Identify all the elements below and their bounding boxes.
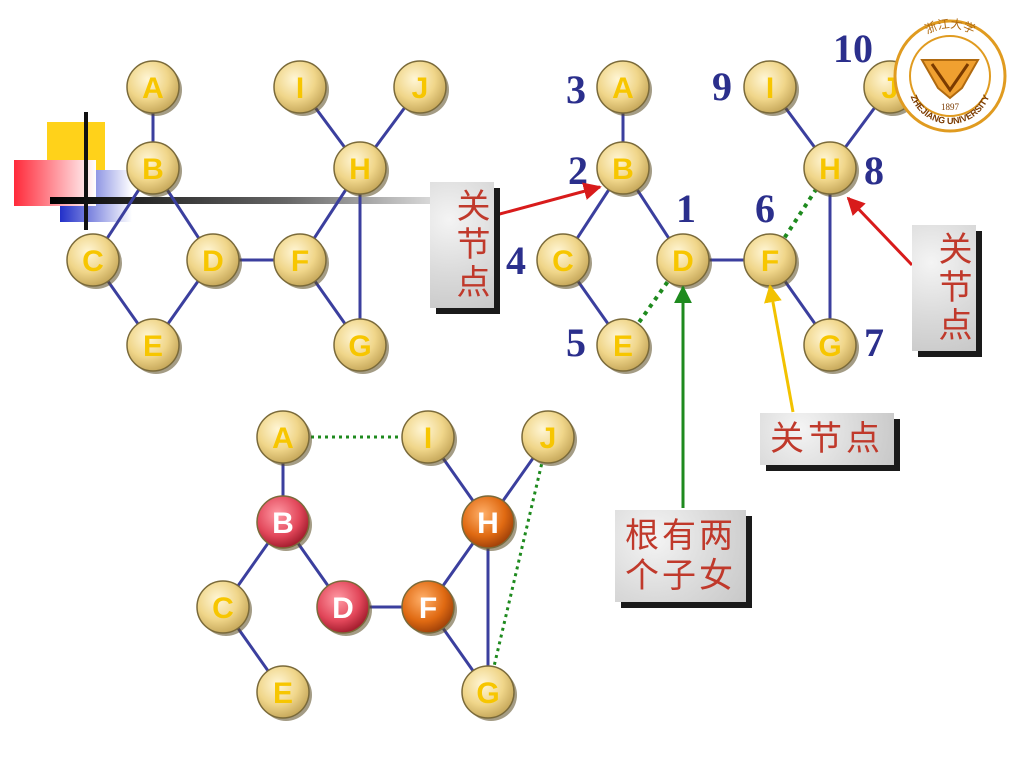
g1-node-A: A [126, 60, 182, 116]
g2-node-label-H: H [819, 153, 841, 186]
g3-node-J: J [521, 410, 577, 466]
g2-node-H: H [803, 141, 859, 197]
dfs-number-F: 6 [755, 186, 775, 231]
callout-root-line1: 根有两 [625, 516, 736, 556]
g3-node-C: C [196, 580, 252, 636]
g3-node-E: E [256, 665, 312, 721]
callout-articulation-right: 关节点 [912, 225, 976, 351]
annotation-arrows [495, 182, 914, 508]
g2-node-label-I: I [766, 72, 774, 105]
g3-node-B: B [256, 495, 312, 551]
g1-node-H: H [333, 141, 389, 197]
g1-node-label-A: A [142, 72, 164, 105]
slide-ornament [14, 112, 480, 230]
dfs-number-B: 2 [568, 148, 588, 193]
g1-node-G: G [333, 318, 389, 374]
g3-node-label-G: G [476, 677, 499, 710]
g2-node-label-F: F [761, 245, 779, 278]
ornament-horizontal-bar [50, 197, 480, 204]
g1-node-label-J: J [412, 72, 429, 105]
callout-articulation-left: 关节点 [430, 182, 494, 308]
ornament-vertical-bar [84, 112, 88, 230]
dfs-number-C: 4 [506, 238, 526, 283]
logo-year: 1897 [941, 102, 960, 112]
g3-node-label-B: B [272, 507, 294, 540]
g1-node-B: B [126, 141, 182, 197]
g1-node-C: C [66, 233, 122, 289]
g2-node-label-B: B [612, 153, 634, 186]
g1-node-label-B: B [142, 153, 164, 186]
g3-node-I: I [401, 410, 457, 466]
g3-node-D: D [316, 580, 372, 636]
zhejiang-university-logo: 1897 ZHEJIANG UNIVERSITY 浙江大学 [893, 18, 1007, 133]
g1-node-label-F: F [291, 245, 309, 278]
g2-node-D: D [656, 233, 712, 289]
g1-node-label-C: C [82, 245, 104, 278]
g3-node-label-F: F [419, 592, 437, 625]
g2-node-label-D: D [672, 245, 694, 278]
g2-node-label-A: A [612, 72, 634, 105]
dotted-edge-J-G [486, 436, 550, 693]
g2-node-label-C: C [552, 245, 574, 278]
callout-root-line2: 个子女 [625, 556, 736, 597]
g2-node-F: F [743, 233, 799, 289]
g3-node-A: A [256, 410, 312, 466]
graph-original: A B C D E F G H I J [66, 60, 449, 374]
g2-node-E: E [596, 318, 652, 374]
g1-node-D: D [186, 233, 242, 289]
dfs-number-H: 8 [864, 148, 884, 193]
g3-node-label-J: J [540, 422, 557, 455]
g2-node-I: I [743, 60, 799, 116]
g2-node-G: G [803, 318, 859, 374]
arrow-to-H [846, 196, 914, 267]
arrow-to-F [764, 284, 795, 413]
g3-node-F: F [401, 580, 457, 636]
g1-node-label-D: D [202, 245, 224, 278]
g1-node-label-G: G [348, 330, 371, 363]
g3-node-label-I: I [424, 422, 432, 455]
g3-node-label-E: E [273, 677, 293, 710]
g2-node-A: A [596, 60, 652, 116]
g3-node-G: G [461, 665, 517, 721]
g1-node-F: F [273, 233, 329, 289]
g2-node-label-E: E [613, 330, 633, 363]
callout-articulation-f-text: 关节点 [770, 419, 884, 459]
g1-node-label-I: I [296, 72, 304, 105]
g3-node-label-C: C [212, 592, 234, 625]
dfs-number-I: 9 [712, 64, 732, 109]
dfs-number-G: 7 [864, 320, 884, 365]
dfs-number-J: 10 [833, 26, 873, 71]
g1-node-label-H: H [349, 153, 371, 186]
dfs-number-D: 1 [676, 186, 696, 231]
g1-node-E: E [126, 318, 182, 374]
callout-root-two-children: 根有两 个子女 [615, 510, 746, 603]
callout-articulation-right-text: 关节点 [932, 231, 972, 345]
dfs-number-E: 5 [566, 320, 586, 365]
g1-node-I: I [273, 60, 329, 116]
g2-node-label-G: G [818, 330, 841, 363]
g3-node-label-D: D [332, 592, 354, 625]
g3-node-label-H: H [477, 507, 499, 540]
dfs-number-A: 3 [566, 67, 586, 112]
callout-articulation-f: 关节点 [760, 413, 894, 466]
callout-articulation-left-text: 关节点 [450, 188, 490, 302]
g2-node-C: C [536, 233, 592, 289]
g2-node-B: B [596, 141, 652, 197]
graph-articulation: A B C D E F G H I J [196, 410, 577, 721]
g1-node-label-E: E [143, 330, 163, 363]
g3-node-H: H [461, 495, 517, 551]
g3-node-label-A: A [272, 422, 294, 455]
arrow-to-B [495, 182, 602, 217]
g1-node-J: J [393, 60, 449, 116]
